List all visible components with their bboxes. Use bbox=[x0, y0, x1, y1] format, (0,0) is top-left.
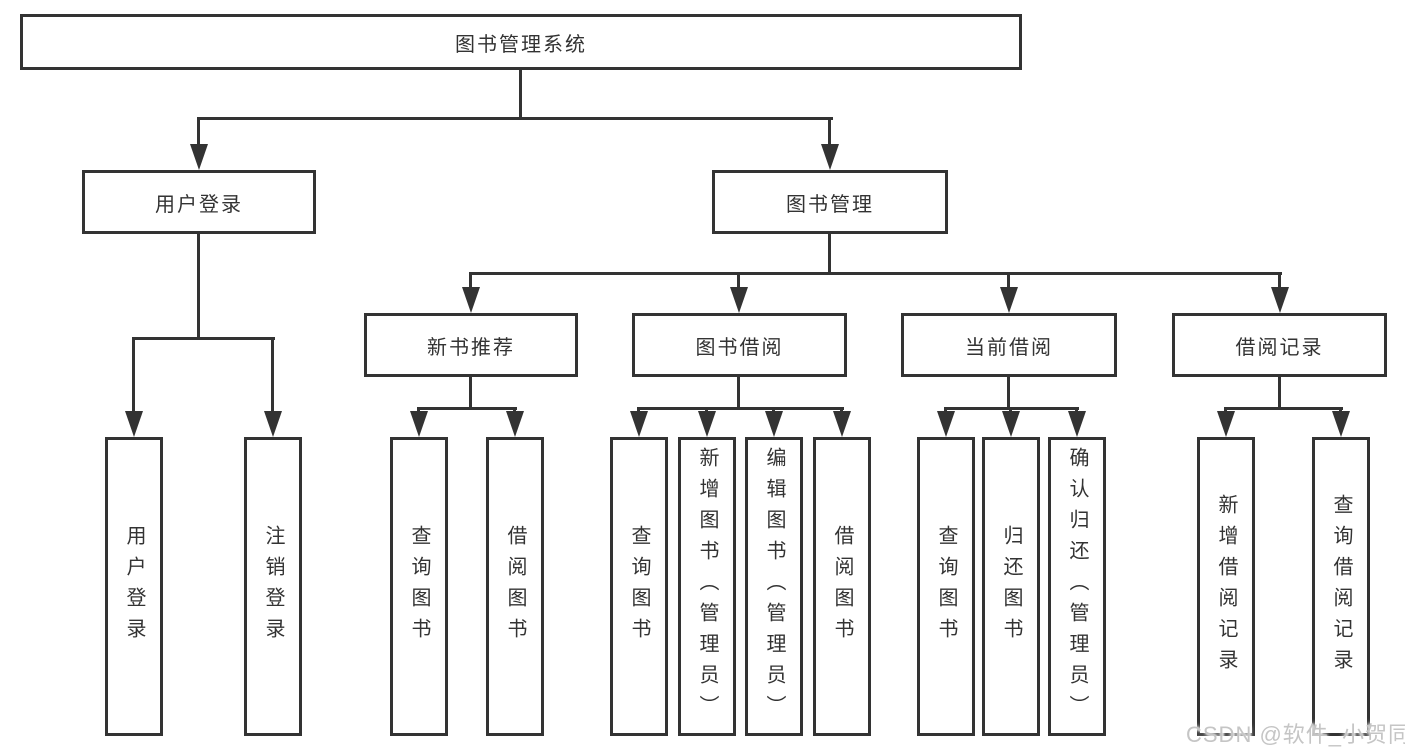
leaf-label: 新增图书（管理员） bbox=[696, 447, 718, 726]
leaf-label: 查询图书 bbox=[628, 524, 650, 649]
connector-hline bbox=[1224, 407, 1343, 410]
node-new-book-recommend: 新书推荐 bbox=[364, 313, 578, 377]
node-current-borrow: 当前借阅 bbox=[901, 313, 1117, 377]
leaf-label: 查询借阅记录 bbox=[1330, 493, 1352, 680]
connector-hline bbox=[132, 337, 275, 340]
leaf-label: 查询图书 bbox=[408, 524, 430, 649]
connector-vline bbox=[469, 377, 472, 409]
arrow-down-icon bbox=[125, 411, 143, 437]
arrow-down-icon bbox=[630, 411, 648, 437]
arrow-down-icon bbox=[1068, 411, 1086, 437]
connector-hline bbox=[637, 407, 844, 410]
node-user-login-label: 用户登录 bbox=[155, 193, 243, 216]
arrow-down-icon bbox=[264, 411, 282, 437]
node-borrow-records: 借阅记录 bbox=[1172, 313, 1387, 377]
connector-vline bbox=[828, 234, 831, 275]
node-root: 图书管理系统 bbox=[20, 14, 1022, 70]
leaf-records-query-record: 查询借阅记录 bbox=[1312, 437, 1370, 736]
arrow-down-icon bbox=[730, 287, 748, 313]
connector-vline bbox=[1007, 272, 1010, 296]
arrow-down-icon bbox=[833, 411, 851, 437]
connector-vline bbox=[828, 117, 831, 155]
arrow-down-icon bbox=[1000, 287, 1018, 313]
leaf-label: 确认归还（管理员） bbox=[1066, 447, 1088, 726]
connector-vline bbox=[197, 117, 200, 155]
arrow-down-icon bbox=[765, 411, 783, 437]
node-current-borrow-label: 当前借阅 bbox=[965, 336, 1053, 359]
node-new-book-recommend-label: 新书推荐 bbox=[427, 336, 515, 359]
leaf-logout: 注销登录 bbox=[244, 437, 302, 736]
arrow-down-icon bbox=[190, 144, 208, 170]
arrow-down-icon bbox=[1002, 411, 1020, 437]
csdn-watermark: CSDN @软件_小贺同学 bbox=[1186, 722, 1405, 747]
connector-hline bbox=[469, 272, 1282, 275]
connector-vline bbox=[737, 377, 740, 409]
leaf-label: 归还图书 bbox=[1000, 524, 1022, 649]
connector-vline bbox=[1278, 272, 1281, 296]
node-user-login: 用户登录 bbox=[82, 170, 316, 234]
arrow-down-icon bbox=[1332, 411, 1350, 437]
connector-vline bbox=[519, 70, 522, 118]
leaf-current-return-books: 归还图书 bbox=[982, 437, 1040, 736]
connector-vline bbox=[1007, 377, 1010, 409]
arrow-down-icon bbox=[506, 411, 524, 437]
connector-vline bbox=[737, 272, 740, 296]
arrow-down-icon bbox=[1271, 287, 1289, 313]
node-book-borrow-label: 图书借阅 bbox=[695, 336, 784, 359]
node-borrow-records-label: 借阅记录 bbox=[1235, 336, 1324, 359]
leaf-borrow-edit-books-admin: 编辑图书（管理员） bbox=[745, 437, 803, 736]
leaf-label: 新增借阅记录 bbox=[1215, 493, 1237, 680]
leaf-logout-label: 注销登录 bbox=[262, 524, 284, 649]
leaf-label: 查询图书 bbox=[935, 524, 957, 649]
connector-vline bbox=[1278, 377, 1281, 409]
leaf-label: 借阅图书 bbox=[831, 524, 853, 649]
leaf-recommend-query-books: 查询图书 bbox=[390, 437, 448, 736]
node-root-label: 图书管理系统 bbox=[455, 33, 587, 56]
connector-vline bbox=[197, 234, 200, 338]
arrow-down-icon bbox=[1217, 411, 1235, 437]
leaf-records-add-record: 新增借阅记录 bbox=[1197, 437, 1255, 736]
node-book-mgmt-label: 图书管理 bbox=[786, 193, 874, 216]
leaf-user-login: 用户登录 bbox=[105, 437, 163, 736]
connector-hline bbox=[417, 407, 517, 410]
arrow-down-icon bbox=[821, 144, 839, 170]
connector-vline bbox=[271, 337, 274, 422]
leaf-recommend-borrow-books: 借阅图书 bbox=[486, 437, 544, 736]
node-book-borrow: 图书借阅 bbox=[632, 313, 847, 377]
arrow-down-icon bbox=[937, 411, 955, 437]
leaf-user-login-label: 用户登录 bbox=[123, 524, 145, 649]
arrow-down-icon bbox=[462, 287, 480, 313]
leaf-borrow-add-books-admin: 新增图书（管理员） bbox=[678, 437, 736, 736]
node-book-mgmt: 图书管理 bbox=[712, 170, 948, 234]
leaf-borrow-borrow-books: 借阅图书 bbox=[813, 437, 871, 736]
leaf-label: 编辑图书（管理员） bbox=[763, 447, 785, 726]
arrow-down-icon bbox=[698, 411, 716, 437]
leaf-label: 借阅图书 bbox=[504, 524, 526, 649]
leaf-current-confirm-return-admin: 确认归还（管理员） bbox=[1048, 437, 1106, 736]
connector-hline bbox=[197, 117, 833, 120]
connector-vline bbox=[132, 337, 135, 422]
leaf-current-query-books: 查询图书 bbox=[917, 437, 975, 736]
arrow-down-icon bbox=[410, 411, 428, 437]
leaf-borrow-query-books: 查询图书 bbox=[610, 437, 668, 736]
connector-vline bbox=[469, 272, 472, 296]
